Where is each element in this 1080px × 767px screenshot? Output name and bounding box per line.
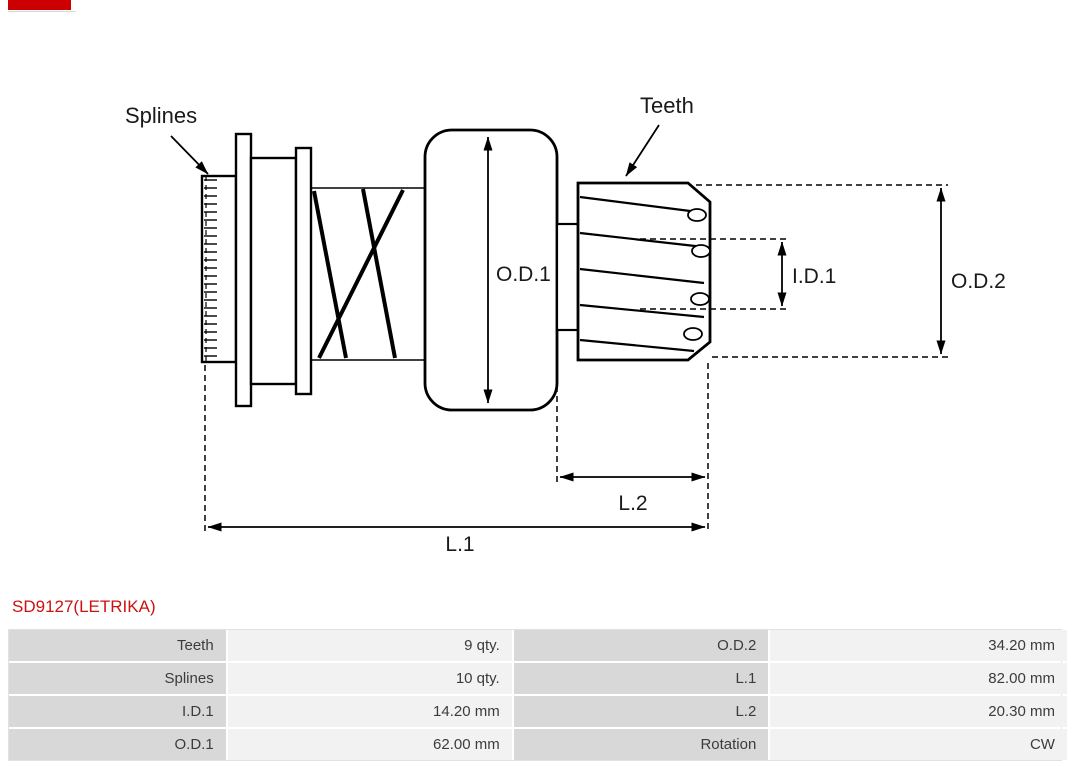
dim-l2: L.2: [556, 336, 709, 533]
dim-od1: O.D.1: [483, 136, 551, 404]
spec-table: Teeth 9 qty. O.D.2 34.20 mm Splines 10 q…: [8, 629, 1067, 761]
dim-od2: O.D.2: [696, 184, 1006, 358]
spec-label-cell: Splines: [9, 663, 226, 694]
dim-od2-label: O.D.2: [951, 270, 1006, 293]
spec-label-cell: L.1: [513, 663, 769, 694]
brand-logo-mark: [8, 0, 71, 10]
dim-od1-label: O.D.1: [496, 263, 551, 286]
teeth-callout: Teeth: [625, 93, 694, 177]
spec-value-cell: 9 qty.: [227, 630, 512, 661]
splined-shaft-end: [200, 174, 238, 364]
flange-disk-front: [234, 132, 253, 408]
spec-value-cell: 62.00 mm: [227, 729, 512, 760]
pinion-neck: [555, 222, 580, 332]
spec-label-cell: Teeth: [9, 630, 226, 661]
spec-label-cell: O.D.1: [9, 729, 226, 760]
spec-row: Teeth 9 qty. O.D.2 34.20 mm: [9, 630, 1067, 661]
spec-value-cell: 34.20 mm: [770, 630, 1067, 661]
spec-row: I.D.1 14.20 mm L.2 20.30 mm: [9, 696, 1067, 727]
spec-label-cell: I.D.1: [9, 696, 226, 727]
dim-l1: L.1: [204, 365, 706, 556]
spec-row: Splines 10 qty. L.1 82.00 mm: [9, 663, 1067, 694]
teeth-callout-label: Teeth: [640, 93, 694, 118]
brand-logo-underline: [8, 11, 76, 12]
spec-row: O.D.1 62.00 mm Rotation CW: [9, 729, 1067, 760]
dim-id1-label: I.D.1: [792, 265, 836, 288]
spec-label-cell: L.2: [513, 696, 769, 727]
dim-id1: I.D.1: [640, 238, 836, 310]
dim-l1-label: L.1: [445, 533, 474, 556]
spec-value-cell: 82.00 mm: [770, 663, 1067, 694]
hub-section: [249, 156, 298, 386]
spec-value-cell: CW: [770, 729, 1067, 760]
spec-label-cell: Rotation: [513, 729, 769, 760]
part-code-title: SD9127(LETRIKA): [12, 597, 156, 616]
pinion-gear: [576, 181, 712, 362]
spec-value-cell: 20.30 mm: [770, 696, 1067, 727]
splines-callout: Splines: [125, 103, 209, 175]
spec-value-cell: 10 qty.: [227, 663, 512, 694]
spec-label-cell: O.D.2: [513, 630, 769, 661]
flange-disk-rear: [294, 146, 313, 396]
dim-l2-label: L.2: [618, 492, 647, 515]
drive-spring: [311, 187, 425, 361]
splines-callout-label: Splines: [125, 103, 197, 128]
spec-value-cell: 14.20 mm: [227, 696, 512, 727]
starter-drive-diagram: O.D.1 I.D.1 O.D.2 L.2 L.1: [125, 93, 1006, 556]
